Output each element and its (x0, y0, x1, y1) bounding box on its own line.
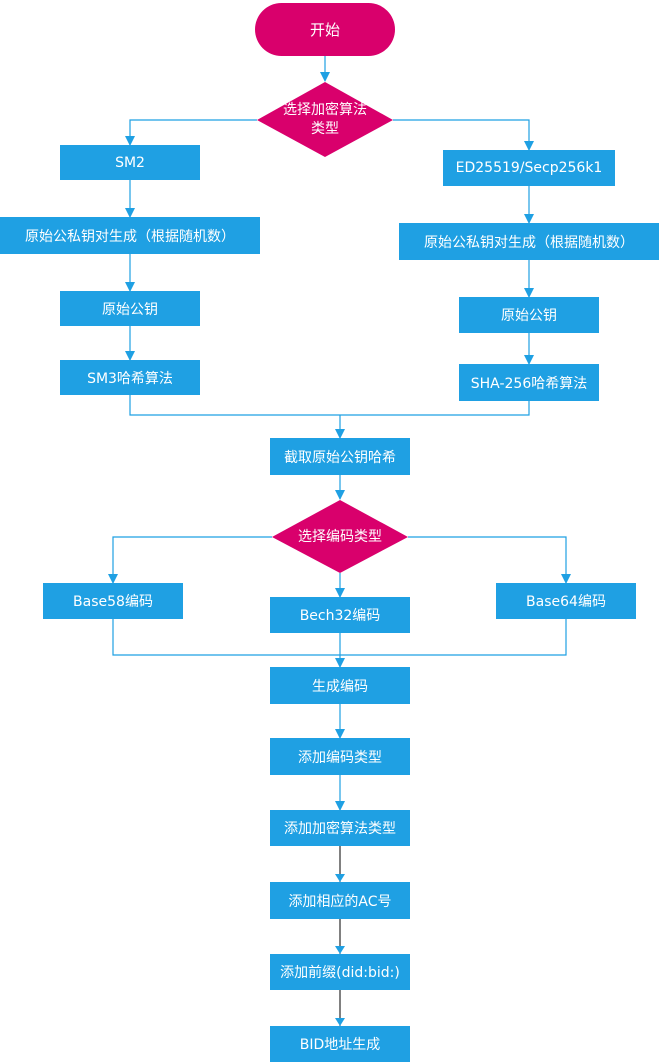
box-add-encoding-type: 添加编码类型 (270, 738, 410, 775)
box-truncate: 截取原始公钥哈希 (270, 438, 410, 475)
decision-algo-line1: 选择加密算法 (283, 102, 367, 118)
box-bid-generate: BID地址生成 (270, 1026, 410, 1062)
box-add-ac: 添加相应的AC号 (270, 882, 410, 919)
box-hash-right: SHA-256哈希算法 (459, 364, 599, 401)
box-bech32: Bech32编码 (270, 597, 410, 633)
decision-algo-line2: 类型 (311, 121, 339, 137)
arrow-head-addprefix (335, 946, 345, 954)
edge-decision-ed (393, 119, 534, 151)
start-terminal: 开始 (255, 3, 395, 56)
box-ed25519: ED25519/Secp256k1 (443, 150, 615, 186)
box-base58: Base58编码 (43, 583, 183, 619)
box-base64: Base64编码 (496, 583, 636, 619)
edge-decision-sm2 (125, 119, 257, 146)
box-keygen-right: 原始公私钥对生成（根据随机数） (399, 223, 659, 260)
arrow-head-bid (335, 1018, 345, 1026)
box-keygen-left: 原始公私钥对生成（根据随机数） (0, 217, 260, 254)
edge-hash-merge (129, 395, 530, 416)
decision-encoding-shape (272, 500, 408, 573)
box-sm2: SM2 (60, 145, 200, 180)
box-add-crypto-type: 添加加密算法类型 (270, 810, 410, 846)
box-generate-encoding: 生成编码 (270, 667, 410, 704)
arrow-head-addac (335, 874, 345, 882)
edge-decision-base64 (408, 536, 571, 584)
decision-encoding-label: 选择编码类型 (298, 528, 382, 545)
box-hash-left: SM3哈希算法 (60, 360, 200, 395)
decision-algo-label: 选择加密算法 类型 (262, 99, 388, 141)
box-pubkey-right: 原始公钥 (459, 297, 599, 333)
box-add-prefix: 添加前缀(did:bid:) (270, 954, 410, 990)
decision-algo-shape (257, 82, 393, 157)
box-pubkey-left: 原始公钥 (60, 291, 200, 326)
edge-decision-base58 (108, 536, 272, 584)
